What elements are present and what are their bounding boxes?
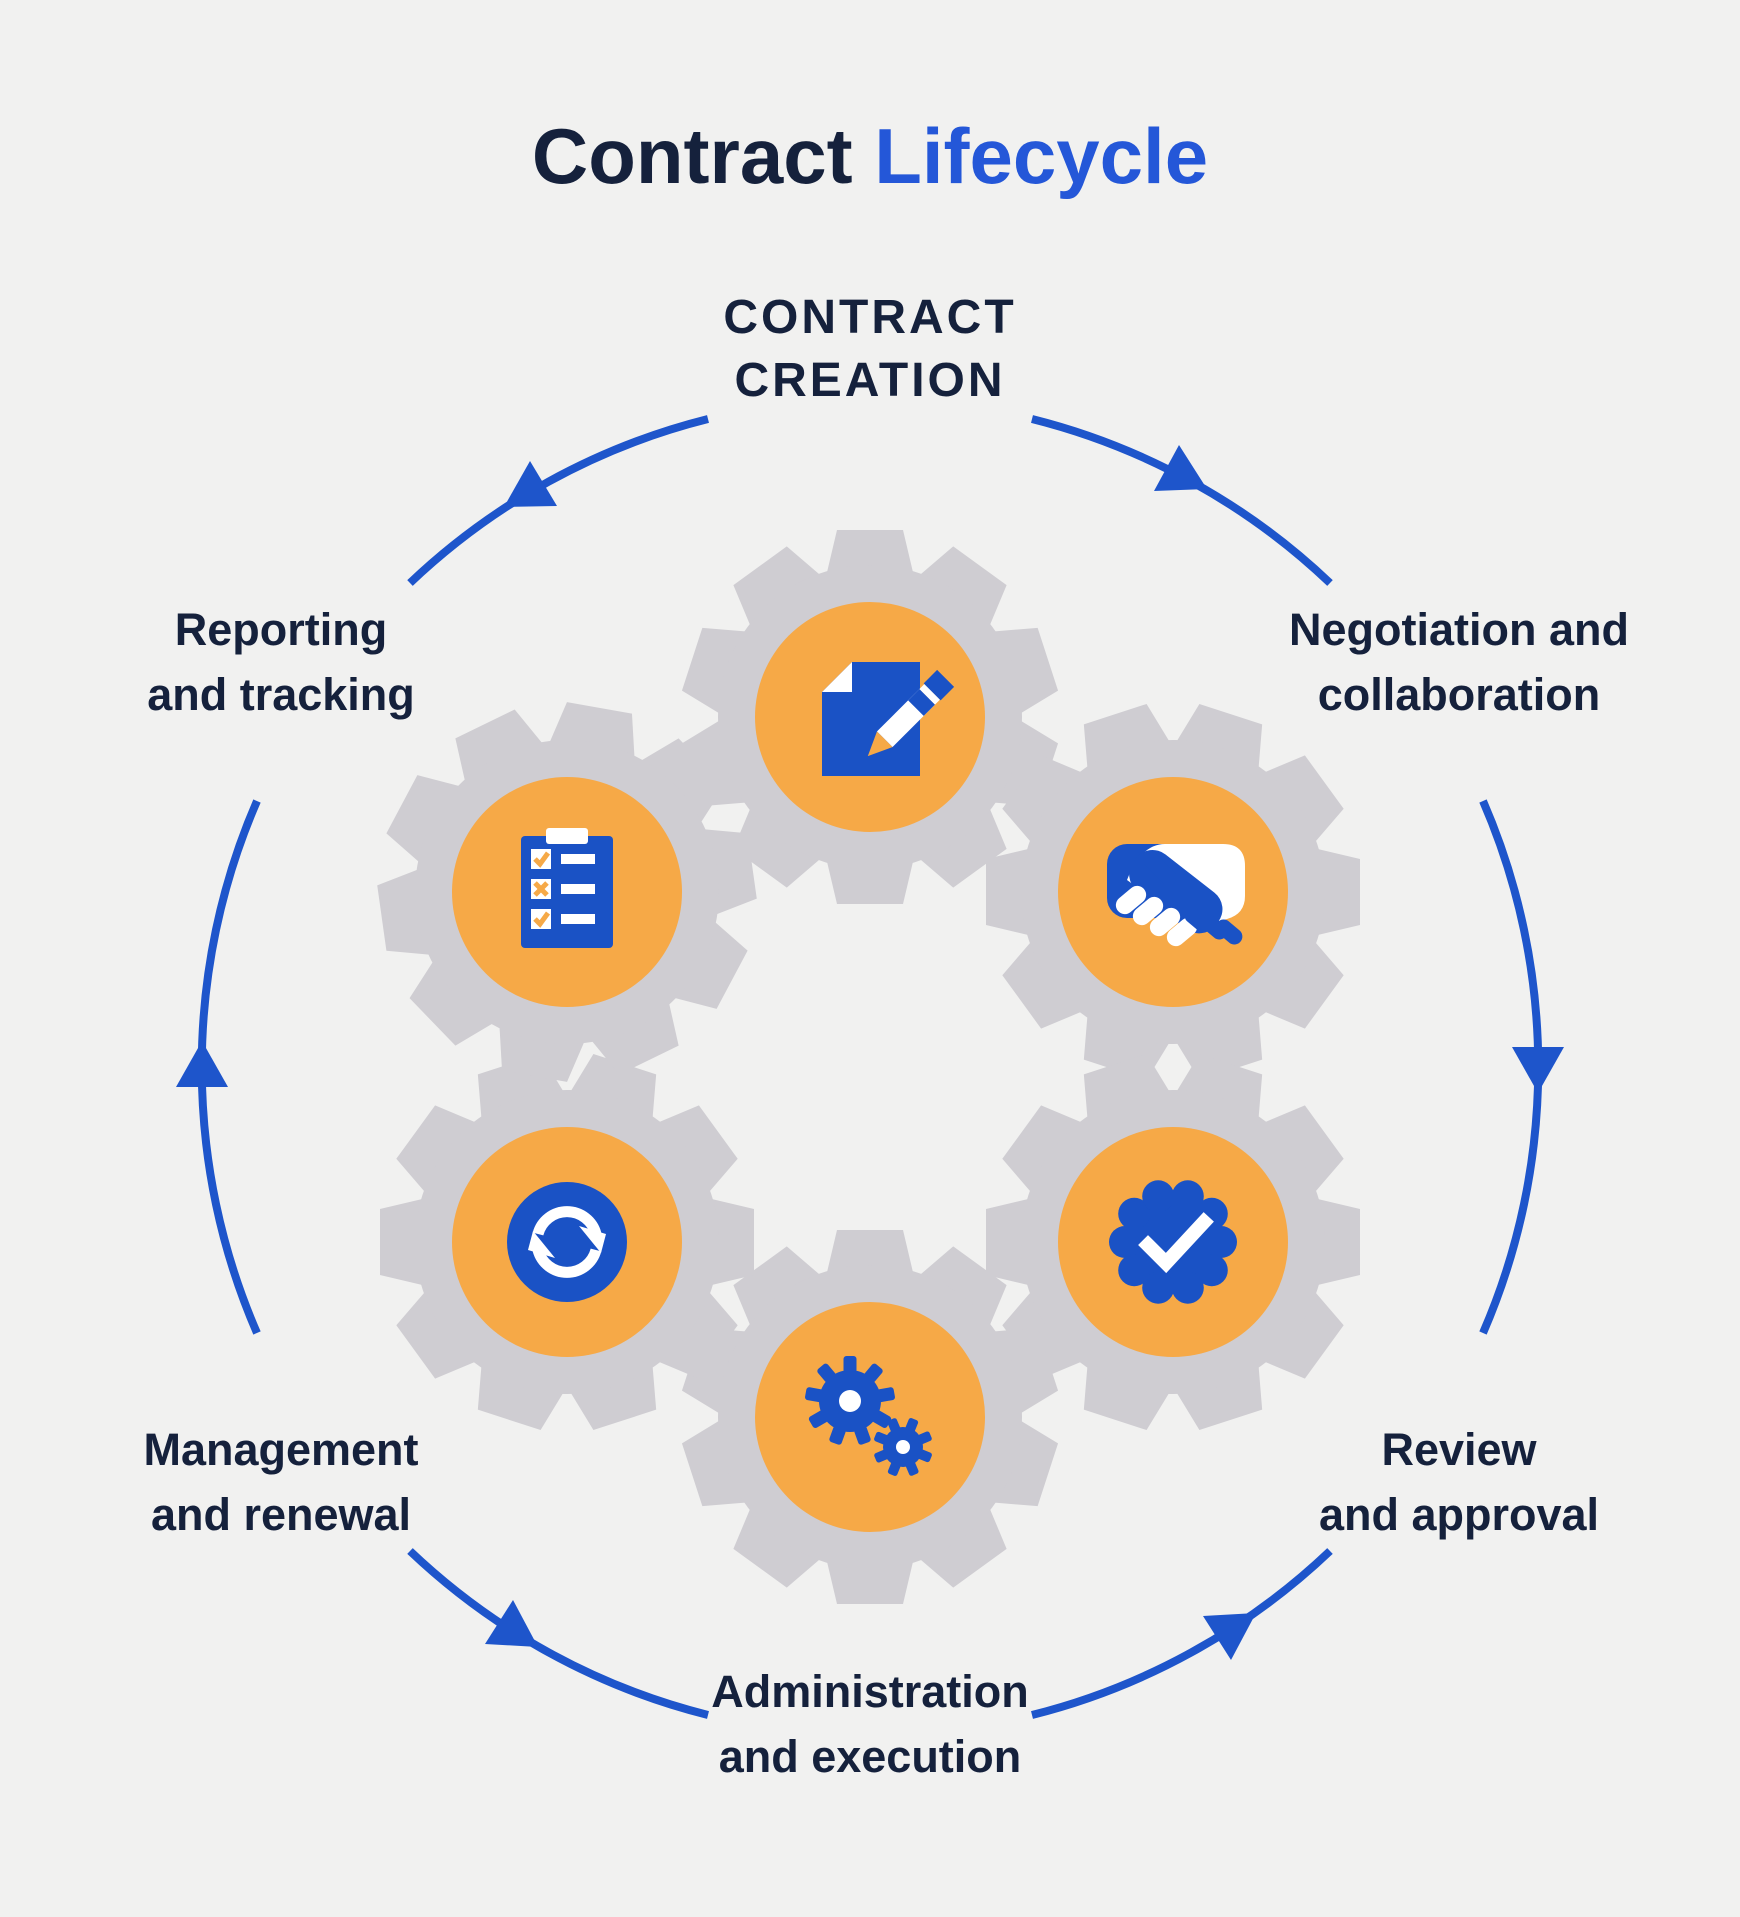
svg-text:and execution: and execution xyxy=(719,1731,1022,1782)
arrow-head-left xyxy=(176,1041,228,1087)
step-label-contract-creation: CONTRACT CREATION xyxy=(723,291,1016,407)
svg-text:Administration: Administration xyxy=(711,1666,1029,1717)
cycle-arc-review-to-administration xyxy=(1031,1548,1333,1719)
svg-text:and approval: and approval xyxy=(1319,1489,1599,1540)
step-label-management-renewal: Management and renewal xyxy=(143,1424,418,1540)
arrow-head-bottom-right xyxy=(1203,1613,1256,1660)
cycle-arrowheads xyxy=(176,445,1564,1660)
arrow-head-top-right xyxy=(1154,445,1207,491)
cycle-arc-reporting-to-creation xyxy=(407,415,709,586)
approval-badge-icon xyxy=(1109,1180,1237,1304)
svg-text:Negotiation and: Negotiation and xyxy=(1289,604,1629,655)
gear-review-approval xyxy=(932,1004,1414,1480)
gear-reporting-tracking xyxy=(345,674,789,1110)
svg-text:Management: Management xyxy=(143,1424,418,1475)
cycle-arc-creation-to-negotiation xyxy=(1031,415,1333,586)
handshake-icon xyxy=(1107,844,1245,947)
svg-text:Reporting: Reporting xyxy=(175,604,387,655)
step-labels: CONTRACT CREATION Negotiation and collab… xyxy=(143,291,1629,1782)
step-label-negotiation-collaboration: Negotiation and collaboration xyxy=(1289,604,1629,720)
double-cogs-icon xyxy=(805,1356,932,1476)
step-label-administration-execution: Administration and execution xyxy=(711,1666,1029,1782)
svg-text:and renewal: and renewal xyxy=(151,1489,411,1540)
arrow-head-top-left xyxy=(504,461,557,507)
svg-text:Review: Review xyxy=(1381,1424,1537,1475)
svg-text:and tracking: and tracking xyxy=(147,669,415,720)
cycle-arc-administration-to-management xyxy=(407,1548,709,1719)
arrow-head-right xyxy=(1512,1047,1564,1093)
svg-text:CREATION: CREATION xyxy=(734,354,1005,407)
sync-arrows-icon xyxy=(507,1182,627,1302)
gear-contract-creation xyxy=(677,530,1063,904)
page-title: Contract Lifecycle xyxy=(532,112,1208,200)
checklist-clipboard-icon xyxy=(521,828,613,948)
arrow-head-bottom-left xyxy=(485,1600,538,1647)
gear-management-renewal xyxy=(326,1004,808,1480)
document-pen-icon xyxy=(822,662,955,776)
gear-administration-execution xyxy=(677,1230,1063,1604)
svg-text:collaboration: collaboration xyxy=(1318,669,1601,720)
title-part-dark: Contract xyxy=(532,112,853,200)
gear-negotiation-collaboration xyxy=(932,654,1414,1130)
svg-text:CONTRACT: CONTRACT xyxy=(723,291,1016,344)
step-label-review-approval: Review and approval xyxy=(1319,1424,1599,1540)
step-label-reporting-tracking: Reporting and tracking xyxy=(147,604,415,720)
title-part-accent: Lifecycle xyxy=(853,112,1209,200)
